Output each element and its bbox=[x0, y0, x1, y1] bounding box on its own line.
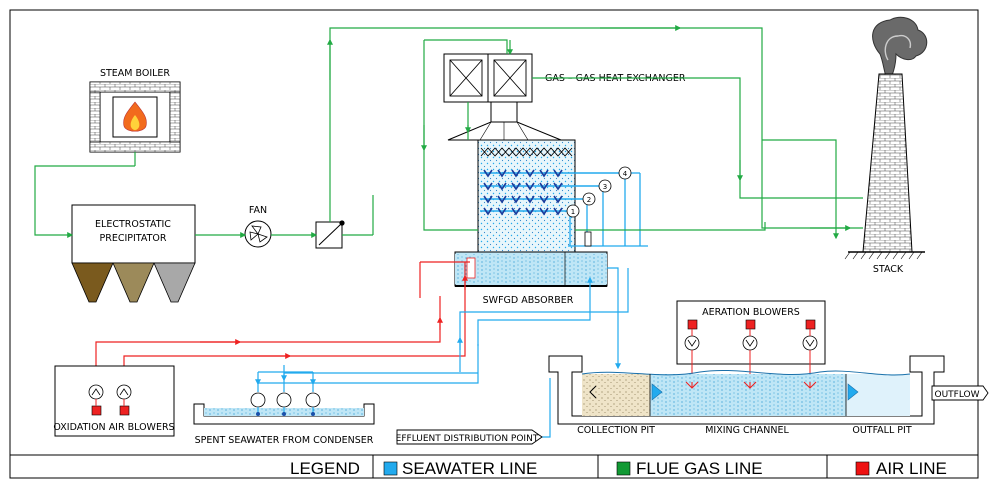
electrostatic-precipitator: ELECTROSTATIC PRECIPITATOR bbox=[71, 204, 196, 303]
aeration-blower-1 bbox=[684, 319, 700, 351]
oxidation-blower-1 bbox=[88, 384, 104, 400]
treatment-channel: COLLECTION PIT MIXING CHANNEL OUTFALL PI… bbox=[548, 355, 989, 436]
seawater-pump-3 bbox=[305, 392, 321, 416]
esp-hopper-3 bbox=[153, 262, 196, 303]
collection-pit-water bbox=[582, 374, 650, 416]
outflow-label: OUTFLOW bbox=[934, 390, 979, 400]
spray-header-2 bbox=[480, 195, 587, 204]
diagram-frame bbox=[9, 9, 979, 479]
spray-level-3-number: 3 bbox=[603, 183, 607, 191]
oxidation-blower-2 bbox=[116, 384, 132, 400]
legend-air-swatch bbox=[855, 461, 870, 476]
esp-label-line1: ELECTROSTATIC bbox=[95, 219, 171, 230]
steam-boiler: STEAM BOILER bbox=[89, 68, 181, 153]
spent-seawater-basin: SPENT SEAWATER FROM CONDENSER bbox=[193, 392, 375, 446]
oxidation-air-blowers: OXIDATION AIR BLOWERS bbox=[53, 365, 175, 437]
esp-hopper-1 bbox=[71, 262, 114, 303]
esp-label-line2: PRECIPITATOR bbox=[99, 233, 166, 244]
stack-label: STACK bbox=[873, 264, 904, 275]
spray-level-3-marker bbox=[598, 179, 612, 193]
spray-header-4 bbox=[480, 169, 625, 178]
damper bbox=[315, 220, 345, 249]
oxidation-blowers-label: OXIDATION AIR BLOWERS bbox=[53, 422, 174, 433]
spray-level-1-number: 1 bbox=[571, 208, 575, 216]
legend-title: LEGEND bbox=[290, 459, 360, 478]
outfall-pit-label: OUTFALL PIT bbox=[852, 425, 911, 436]
fan: FAN bbox=[244, 205, 272, 248]
seawater-pump-2 bbox=[276, 392, 292, 416]
swfgd-absorber: 4 3 2 1 SWFGD ABSORBER bbox=[447, 101, 648, 306]
legend-flue-gas-swatch bbox=[616, 461, 631, 476]
absorber-label: SWFGD ABSORBER bbox=[483, 295, 574, 306]
spray-level-4-number: 4 bbox=[623, 170, 628, 178]
spray-level-2-marker bbox=[582, 192, 596, 206]
esp-hopper-2 bbox=[112, 262, 155, 303]
flue-gas-lines bbox=[34, 25, 863, 240]
spray-level-1-marker bbox=[566, 204, 580, 218]
collection-pit-label: COLLECTION PIT bbox=[577, 425, 655, 436]
mixing-channel-label: MIXING CHANNEL bbox=[705, 425, 789, 436]
spent-seawater-label: SPENT SEAWATER FROM CONDENSER bbox=[195, 435, 374, 446]
spray-level-4-marker bbox=[618, 166, 632, 180]
legend-seawater-swatch bbox=[383, 461, 398, 476]
effluent-point-label: EFFLUENT DISTRIBUTION POINT bbox=[396, 434, 539, 444]
aeration-blowers-label: AERATION BLOWERS bbox=[702, 307, 800, 318]
outfall-pit-water bbox=[846, 374, 910, 416]
steam-boiler-label: STEAM BOILER bbox=[100, 68, 170, 79]
fan-blades-icon bbox=[249, 225, 268, 243]
spray-header-3 bbox=[480, 182, 603, 191]
mixing-channel-water bbox=[650, 374, 846, 416]
legend: LEGEND SEAWATER LINE FLUE GAS LINE AIR L… bbox=[10, 454, 978, 478]
outflow-arrow bbox=[931, 385, 989, 401]
fan-label: FAN bbox=[249, 205, 267, 216]
legend-flue-gas-label: FLUE GAS LINE bbox=[636, 459, 763, 478]
spray-level-2-number: 2 bbox=[587, 196, 591, 204]
legend-seawater-label: SEAWATER LINE bbox=[402, 459, 537, 478]
fire-icon bbox=[123, 101, 147, 132]
effluent-distribution-point: EFFLUENT DISTRIBUTION POINT bbox=[396, 429, 543, 445]
spray-header-1 bbox=[480, 207, 570, 216]
stack: STACK bbox=[844, 16, 928, 275]
legend-air-label: AIR LINE bbox=[876, 459, 947, 478]
aeration-blowers: AERATION BLOWERS bbox=[676, 300, 826, 382]
seawater-pump-1 bbox=[250, 392, 266, 416]
seawater-lines bbox=[255, 267, 629, 438]
stack-smoke-icon bbox=[872, 16, 928, 83]
